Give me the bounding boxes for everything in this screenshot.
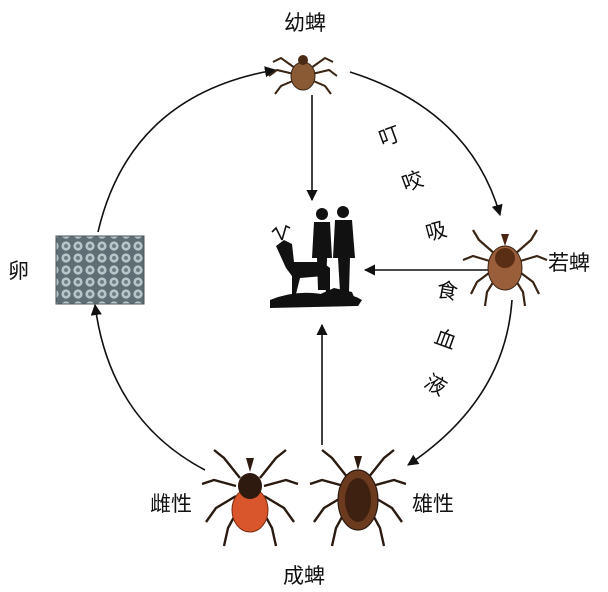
host-animals-humans-icon — [270, 206, 362, 308]
label-adult: 成蜱 — [283, 564, 325, 588]
label-female: 雌性 — [150, 492, 192, 516]
arrow-egg-to-larva — [98, 70, 275, 232]
feeding-char-3: 吸 — [423, 217, 449, 246]
arrow-adult-to-egg — [95, 305, 205, 470]
feeding-char-5: 血 — [431, 325, 459, 355]
arrow-nymph-to-adult — [408, 300, 512, 465]
egg-cluster-icon — [56, 236, 144, 304]
tick-male-icon — [310, 450, 406, 546]
label-egg: 卵 — [8, 259, 29, 283]
feeding-char-1: 叮 — [376, 122, 404, 152]
tick-nymph-icon — [463, 230, 547, 306]
tick-female-icon — [202, 450, 298, 546]
feeding-char-4: 食 — [435, 277, 460, 304]
tick-larva-icon — [269, 55, 337, 94]
label-male: 雄性 — [412, 492, 454, 516]
feeding-char-2: 咬 — [399, 167, 427, 197]
feeding-label: 叮 咬 吸 食 血 液 — [376, 122, 460, 401]
label-nymph: 若蜱 — [548, 251, 590, 275]
feeding-char-6: 液 — [420, 369, 450, 400]
label-larva: 幼蜱 — [284, 11, 326, 35]
arrow-larva-to-nymph — [350, 72, 500, 215]
